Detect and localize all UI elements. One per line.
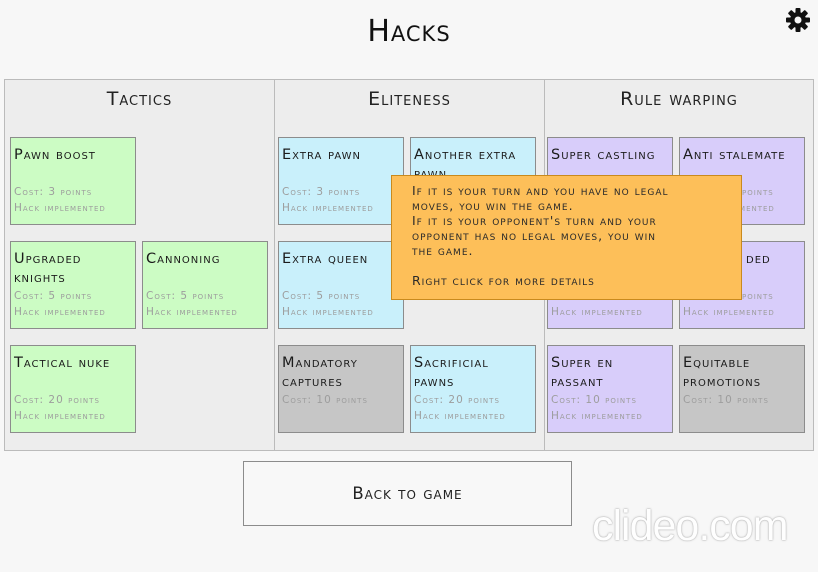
card-name: Tactical nuke <box>14 355 111 371</box>
page-title: Hacks <box>367 14 451 49</box>
card-name: Pawn boost <box>14 147 96 163</box>
card-cost: points <box>742 186 774 198</box>
back-to-game-button[interactable]: Back to game <box>243 461 572 526</box>
card-cost: Cost: 5 points <box>146 290 225 302</box>
card-status: Hack implemented <box>14 202 106 214</box>
card-name: Extra pawn <box>282 147 361 163</box>
card-name: Super castling <box>551 147 656 163</box>
tooltip-line: opponent has no legal moves, you win <box>412 228 656 243</box>
card-cost: Cost: 5 points <box>14 290 93 302</box>
card-name: Mandatory captures <box>282 355 358 390</box>
column-title: Eliteness <box>368 88 451 110</box>
card-name: ded <box>746 251 771 267</box>
tooltip-line: moves, you win the game. <box>412 198 574 213</box>
hack-card-upgraded-knights[interactable]: Upgraded knights Cost: 5 points Hack imp… <box>10 241 136 329</box>
card-status: Hack implemented <box>282 202 374 214</box>
card-cost: Cost: 5 points <box>282 290 361 302</box>
card-cost: Cost: 3 points <box>14 186 93 198</box>
gear-icon[interactable] <box>784 6 812 34</box>
tooltip-line: the game. <box>412 243 474 258</box>
tooltip-line: If it is your opponent's turn and your <box>412 213 657 228</box>
hack-tooltip: If it is your turn and you have no legal… <box>391 175 742 300</box>
card-name: Upgraded knights <box>14 251 82 286</box>
column-tactics: Tactics Pawn boost Cost: 3 points Hack i… <box>5 80 275 450</box>
card-status: Hack implemented <box>683 306 775 318</box>
card-cost: Cost: 10 points <box>683 394 769 406</box>
hack-card-extra-queen[interactable]: Extra queen Cost: 5 points Hack implemen… <box>278 241 404 329</box>
card-name: Sacrificial pawns <box>414 355 489 390</box>
card-cost: Cost: 20 points <box>14 394 100 406</box>
column-title: Tactics <box>106 88 173 110</box>
card-status: Hack implemented <box>14 306 106 318</box>
card-status: Hack implemented <box>414 410 506 422</box>
hack-card-equitable-promotions[interactable]: Equitable promotions Cost: 10 points <box>679 345 805 433</box>
card-status: Hack implemented <box>551 306 643 318</box>
card-status: Hack implemented <box>551 410 643 422</box>
card-name: Cannoning <box>146 251 221 267</box>
hack-card-extra-pawn[interactable]: Extra pawn Cost: 3 points Hack implement… <box>278 137 404 225</box>
card-name: Super en passant <box>551 355 614 390</box>
hack-card-tactical-nuke[interactable]: Tactical nuke Cost: 20 points Hack imple… <box>10 345 136 433</box>
card-status: Hack implemented <box>146 306 238 318</box>
column-eliteness: Eliteness Extra pawn Cost: 3 points Hack… <box>275 80 545 450</box>
column-title: Rule warping <box>620 88 738 110</box>
watermark: clideo.com <box>592 502 789 550</box>
hack-card-sacrificial-pawns[interactable]: Sacrificial pawns Cost: 20 points Hack i… <box>410 345 536 433</box>
tooltip-line: If it is your turn and you have no legal <box>412 183 669 198</box>
hack-card-cannoning[interactable]: Cannoning Cost: 5 points Hack implemente… <box>142 241 268 329</box>
card-name: Equitable promotions <box>683 355 762 390</box>
card-cost: points <box>742 290 774 302</box>
hack-card-pawn-boost[interactable]: Pawn boost Cost: 3 points Hack implement… <box>10 137 136 225</box>
tooltip-hint: Right click for more details <box>412 273 595 288</box>
hack-card-super-en-passant[interactable]: Super en passant Cost: 10 points Hack im… <box>547 345 673 433</box>
card-cost: Cost: 3 points <box>282 186 361 198</box>
card-cost: Cost: 10 points <box>282 394 368 406</box>
card-cost: Cost: 10 points <box>551 394 637 406</box>
card-name: Anti stalemate <box>683 147 786 163</box>
card-cost: Cost: 20 points <box>414 394 500 406</box>
hack-card-mandatory-captures[interactable]: Mandatory captures Cost: 10 points <box>278 345 404 433</box>
card-status: Hack implemented <box>14 410 106 422</box>
card-status: Hack implemented <box>282 306 374 318</box>
card-name: Extra queen <box>282 251 369 267</box>
